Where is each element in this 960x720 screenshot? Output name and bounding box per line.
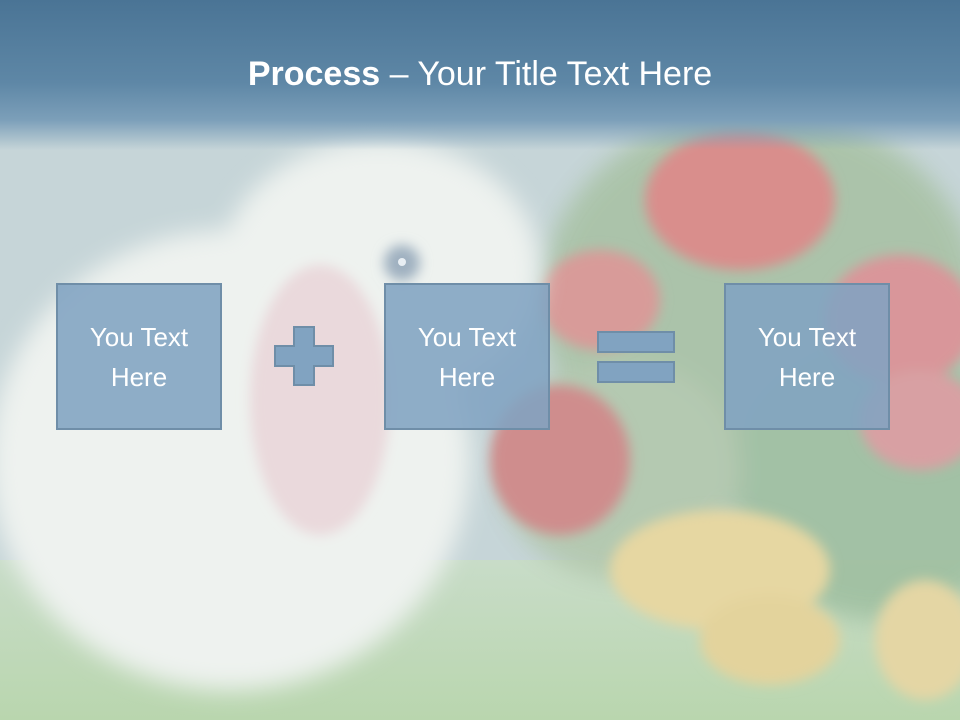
- title-rest-text: – Your Title Text Here: [380, 55, 713, 93]
- process-box-3[interactable]: You Text Here: [724, 283, 890, 430]
- process-box-2-text: You Text Here: [417, 321, 517, 392]
- process-box-1[interactable]: You Text Here: [56, 283, 222, 430]
- slide-title[interactable]: Process – Your Title Text Here: [0, 52, 960, 96]
- plus-icon: [274, 326, 334, 386]
- process-box-1-text: You Text Here: [89, 321, 189, 392]
- process-box-3-text: You Text Here: [757, 321, 857, 392]
- equals-icon: [597, 331, 675, 383]
- process-box-2[interactable]: You Text Here: [384, 283, 550, 430]
- title-band: [0, 0, 960, 150]
- title-bold-text: Process: [247, 55, 381, 93]
